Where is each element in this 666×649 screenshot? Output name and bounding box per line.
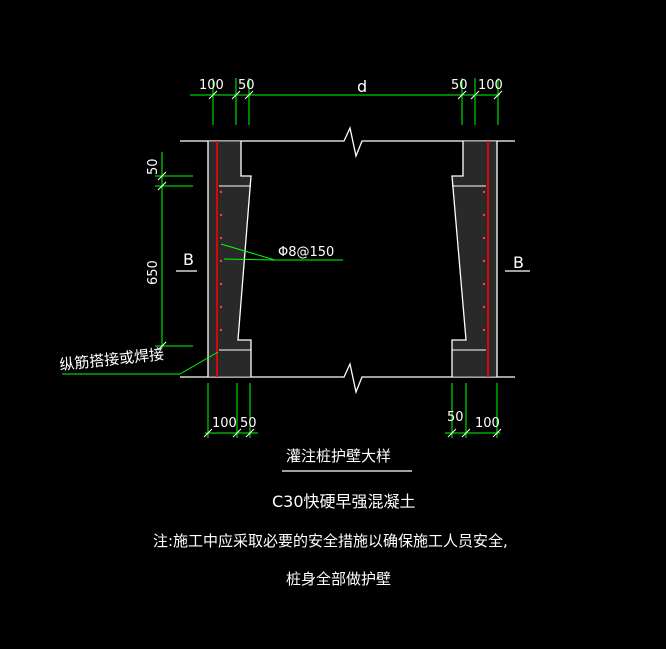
note-line-1: 注:施工中应采取必要的安全措施以确保施工人员安全, <box>153 532 508 550</box>
rebar-dots-right <box>482 190 486 332</box>
rebar-leader <box>220 243 343 261</box>
right-wall <box>451 141 498 377</box>
drawing-title: 灌注桩护壁大样 <box>286 447 391 465</box>
top-dim-100-right: 100 <box>478 78 503 93</box>
rebar-dots-left <box>219 190 223 332</box>
vertical-dim-50: 50 <box>146 158 161 175</box>
vertical-dim-650: 650 <box>146 260 161 285</box>
section-mark-left: B <box>183 250 194 269</box>
top-dimension-chain <box>190 78 503 125</box>
rebar-label: Φ8@150 <box>278 245 334 260</box>
section-mark-right: B <box>513 253 524 272</box>
bottom-dim-50-right: 50 <box>447 410 464 425</box>
top-dim-d: d <box>357 77 367 96</box>
bottom-dim-50-left: 50 <box>240 416 257 431</box>
top-dim-50-left: 50 <box>238 78 255 93</box>
bottom-dim-100-right: 100 <box>475 416 500 431</box>
left-vertical-dimension <box>155 152 193 351</box>
top-dim-50-right: 50 <box>451 78 468 93</box>
concrete-note: C30快硬早强混凝土 <box>272 492 416 511</box>
top-dim-100-left: 100 <box>199 78 224 93</box>
break-lines <box>180 125 515 395</box>
bottom-dimension-chains <box>203 383 502 438</box>
note-line-2: 桩身全部做护壁 <box>286 570 391 588</box>
lap-leader <box>62 351 219 375</box>
bottom-dim-100-left: 100 <box>212 416 237 431</box>
lap-label: 纵筋搭接或焊接 <box>59 345 165 374</box>
